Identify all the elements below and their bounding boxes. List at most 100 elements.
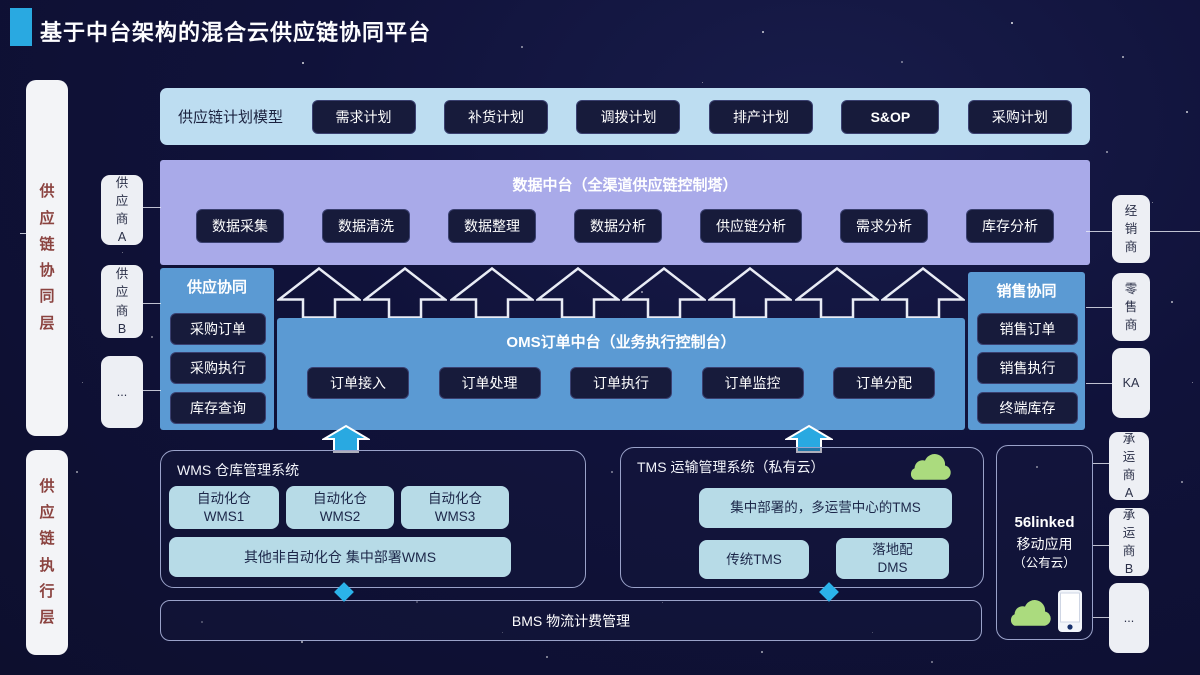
data-flow-arrows: [277, 266, 965, 319]
arrow-up-icon: [363, 266, 448, 319]
connector-line: [1086, 231, 1112, 232]
connector-line: [20, 233, 26, 234]
carrier-more-label: ...: [1123, 611, 1135, 625]
oms-panel: OMS订单中台（业务执行控制台） 订单接入 订单处理 订单执行 订单监控 订单分…: [277, 318, 965, 430]
chip-demand-planning: 需求计划: [311, 99, 416, 134]
connector-line: [143, 303, 161, 304]
chip-data-analysis: 数据分析: [574, 209, 662, 243]
wms-panel: WMS 仓库管理系统 自动化仓 WMS1 自动化仓 WMS2 自动化仓 WMS3…: [160, 450, 586, 588]
chip-demand-analysis: 需求分析: [840, 209, 928, 243]
data-platform-panel: 数据中台（全渠道供应链控制塔） 数据采集 数据清洗 数据整理 数据分析 供应链分…: [160, 160, 1090, 265]
wms1-line1: 自动化仓: [197, 490, 251, 506]
connector-line: [1150, 231, 1200, 232]
oms-title: OMS订单中台（业务执行控制台）: [506, 334, 736, 351]
tms-legacy-box: 传统TMS: [699, 540, 809, 579]
customer-ka-label: KA: [1122, 376, 1140, 390]
wms3-line1: 自动化仓: [428, 490, 482, 506]
arrow-up-icon: [535, 266, 620, 319]
chip-transfer-planning: 调拨计划: [576, 99, 681, 134]
chip-procurement-planning: 采购计划: [967, 99, 1072, 134]
tms-central-box: 集中部署的，多运营中心的TMS: [699, 488, 952, 528]
chip-order-monitoring: 订单监控: [701, 367, 804, 399]
customer-ka-box: KA: [1112, 348, 1150, 418]
bms-title: BMS 物流计费管理: [511, 612, 631, 629]
chip-supplychain-analysis: 供应链分析: [700, 209, 802, 243]
connector-line: [143, 390, 161, 391]
data-platform-title: 数据中台（全渠道供应链控制塔）: [512, 177, 738, 194]
supplier-a-label: 供应商A: [115, 175, 129, 245]
arrow-up-icon: [277, 266, 361, 319]
wms-up-arrow-icon: [322, 424, 370, 453]
arrow-up-icon: [449, 266, 534, 319]
chip-data-organizing: 数据整理: [448, 209, 536, 243]
connector-line: [1093, 545, 1109, 546]
mobile-app-name: 56linked: [1014, 514, 1075, 531]
customer-retailer-label: 零售商: [1124, 281, 1138, 333]
mobile-app-panel: 56linked 移动应用 （公有云）: [996, 445, 1093, 640]
title-accent-bar: [10, 8, 32, 46]
starfield-dim: [0, 0, 1, 1]
supplier-more-label: ...: [116, 385, 128, 399]
layer-execution: 供应链执行层: [26, 450, 68, 655]
carrier-a-box: 承运商A: [1109, 432, 1149, 500]
chip-purchase-order: 采购订单: [170, 313, 266, 345]
wms2-line1: 自动化仓: [313, 490, 367, 506]
wms2-line2: WMS2: [319, 508, 361, 524]
arrow-up-icon: [794, 266, 879, 319]
cloud-icon: [1010, 600, 1051, 626]
supplier-b-box: 供应商B: [101, 265, 143, 338]
connector-line: [143, 207, 161, 208]
connector-line: [1093, 617, 1109, 618]
tms-panel: TMS 运输管理系统（私有云） 集中部署的，多运营中心的TMS 传统TMS 落地…: [620, 447, 984, 588]
chip-inventory-analysis: 库存分析: [966, 209, 1054, 243]
tms-up-arrow-icon: [785, 424, 833, 453]
chip-order-allocation: 订单分配: [833, 367, 935, 399]
chip-inventory-query: 库存查询: [170, 392, 266, 424]
wms2-box: 自动化仓 WMS2: [286, 486, 394, 529]
tms-dms-box: 落地配 DMS: [836, 538, 949, 579]
carrier-more-box: ...: [1109, 583, 1149, 653]
wms1-box: 自动化仓 WMS1: [169, 486, 279, 529]
customer-dealer-label: 经销商: [1124, 203, 1138, 255]
supplier-b-label: 供应商B: [115, 267, 129, 336]
chip-data-cleaning: 数据清洗: [322, 209, 410, 243]
wms3-box: 自动化仓 WMS3: [401, 486, 509, 529]
layer-collaboration: 供应链协同层: [26, 80, 68, 436]
arrow-up-icon: [622, 266, 707, 319]
arrow-up-icon: [708, 266, 793, 319]
sales-collab-title: 销售协同: [996, 283, 1057, 300]
customer-retailer-box: 零售商: [1112, 273, 1150, 341]
carrier-b-label: 承运商B: [1122, 507, 1136, 577]
layer-execution-label: 供应链执行层: [39, 477, 55, 626]
oms-chips: 订单接入 订单处理 订单执行 订单监控 订单分配: [277, 367, 965, 399]
tms-title: TMS 运输管理系统（私有云）: [637, 459, 825, 475]
chip-order-intake: 订单接入: [307, 367, 409, 399]
chip-order-execution: 订单执行: [570, 367, 672, 399]
chip-terminal-inventory: 终端库存: [977, 392, 1078, 424]
carrier-a-label: 承运商A: [1122, 431, 1136, 501]
chip-sales-execution: 销售执行: [977, 352, 1078, 384]
chip-replenishment-planning: 补货计划: [443, 99, 548, 134]
mobile-app-line2: 移动应用: [1016, 535, 1073, 552]
data-platform-chips: 数据采集 数据清洗 数据整理 数据分析 供应链分析 需求分析 库存分析: [160, 209, 1090, 243]
wms-other-box: 其他非自动化仓 集中部署WMS: [169, 537, 511, 577]
chip-sales-order: 销售订单: [977, 313, 1078, 345]
connector-line: [1086, 383, 1112, 384]
chip-purchase-execution: 采购执行: [170, 352, 266, 384]
chip-data-collection: 数据采集: [196, 209, 284, 243]
wms1-line2: WMS1: [203, 508, 245, 524]
carrier-b-box: 承运商B: [1109, 508, 1149, 576]
tms-dms-line1: 落地配: [872, 541, 913, 557]
supply-collab-title: 供应协同: [186, 279, 247, 296]
supply-collab-panel: 供应协同 采购订单 采购执行 库存查询: [160, 268, 274, 430]
supplier-more-box: ...: [101, 356, 143, 428]
layer-collaboration-label: 供应链协同层: [39, 183, 55, 332]
cloud-icon: [910, 454, 951, 480]
wms-title: WMS 仓库管理系统: [177, 462, 300, 478]
bms-bar: BMS 物流计费管理: [160, 600, 982, 641]
tms-dms-line2: DMS: [877, 559, 908, 575]
chip-production-planning: 排产计划: [708, 99, 813, 134]
planning-model-label: 供应链计划模型: [178, 109, 284, 126]
mobile-app-line3: （公有云）: [1013, 556, 1076, 571]
mobile-app-text: 56linked 移动应用 （公有云）: [997, 512, 1092, 572]
